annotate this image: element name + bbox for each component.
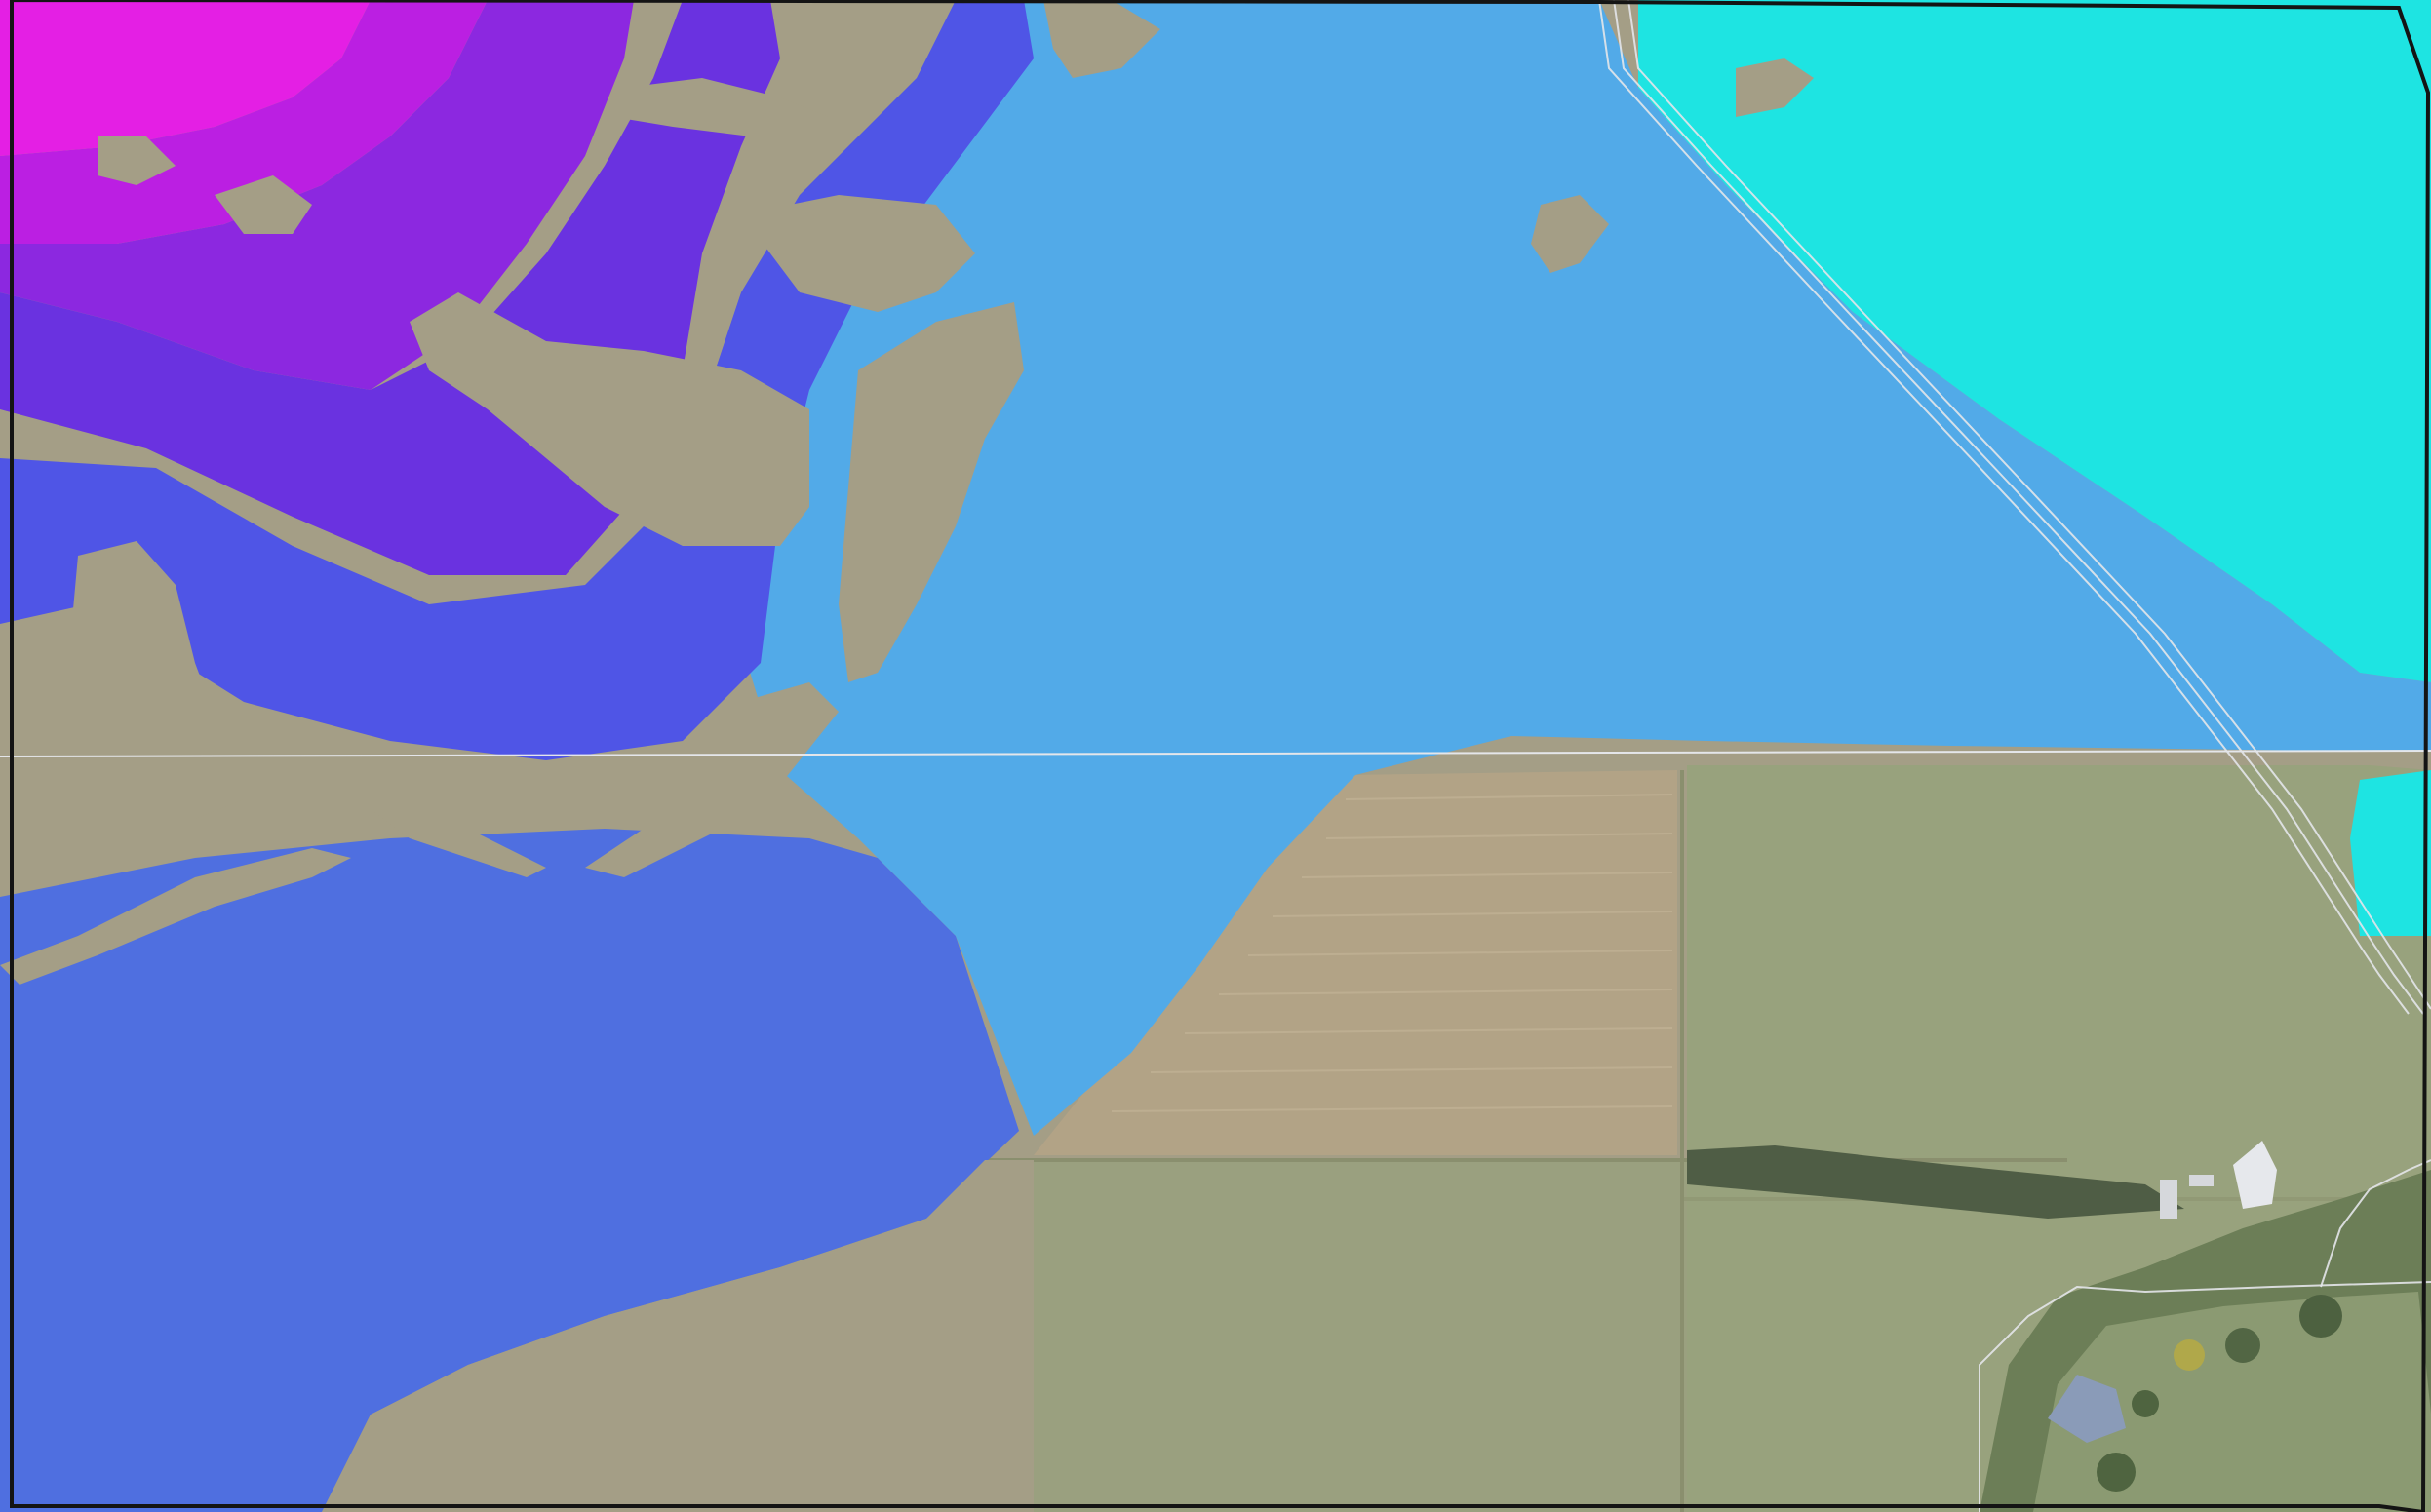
power-lines xyxy=(1598,0,2431,1288)
zone-cyan-fringe xyxy=(2360,819,2431,936)
zone-violet xyxy=(0,0,634,390)
house xyxy=(2048,1375,2126,1443)
homestead xyxy=(1980,1170,2431,1512)
south-ground xyxy=(322,1160,1034,1512)
farm-buildings xyxy=(2160,1141,2277,1219)
tree-row xyxy=(1687,1145,2184,1219)
zone-sky-blue xyxy=(741,0,2431,1136)
zone-purple-magenta xyxy=(0,0,488,244)
zone-cyan xyxy=(1638,0,2431,936)
ploughed-field-furrows xyxy=(1111,794,1673,1112)
tile-seam xyxy=(0,750,2431,757)
dry-ground-islands xyxy=(0,0,1814,985)
zone-royal-blue xyxy=(0,0,1034,760)
zone-medium-blue xyxy=(0,829,1019,1512)
study-area-boundary xyxy=(10,0,2431,1512)
zone-magenta xyxy=(0,0,371,156)
ploughed-field xyxy=(1034,770,1677,1155)
property-boundary xyxy=(1979,1281,2431,1512)
